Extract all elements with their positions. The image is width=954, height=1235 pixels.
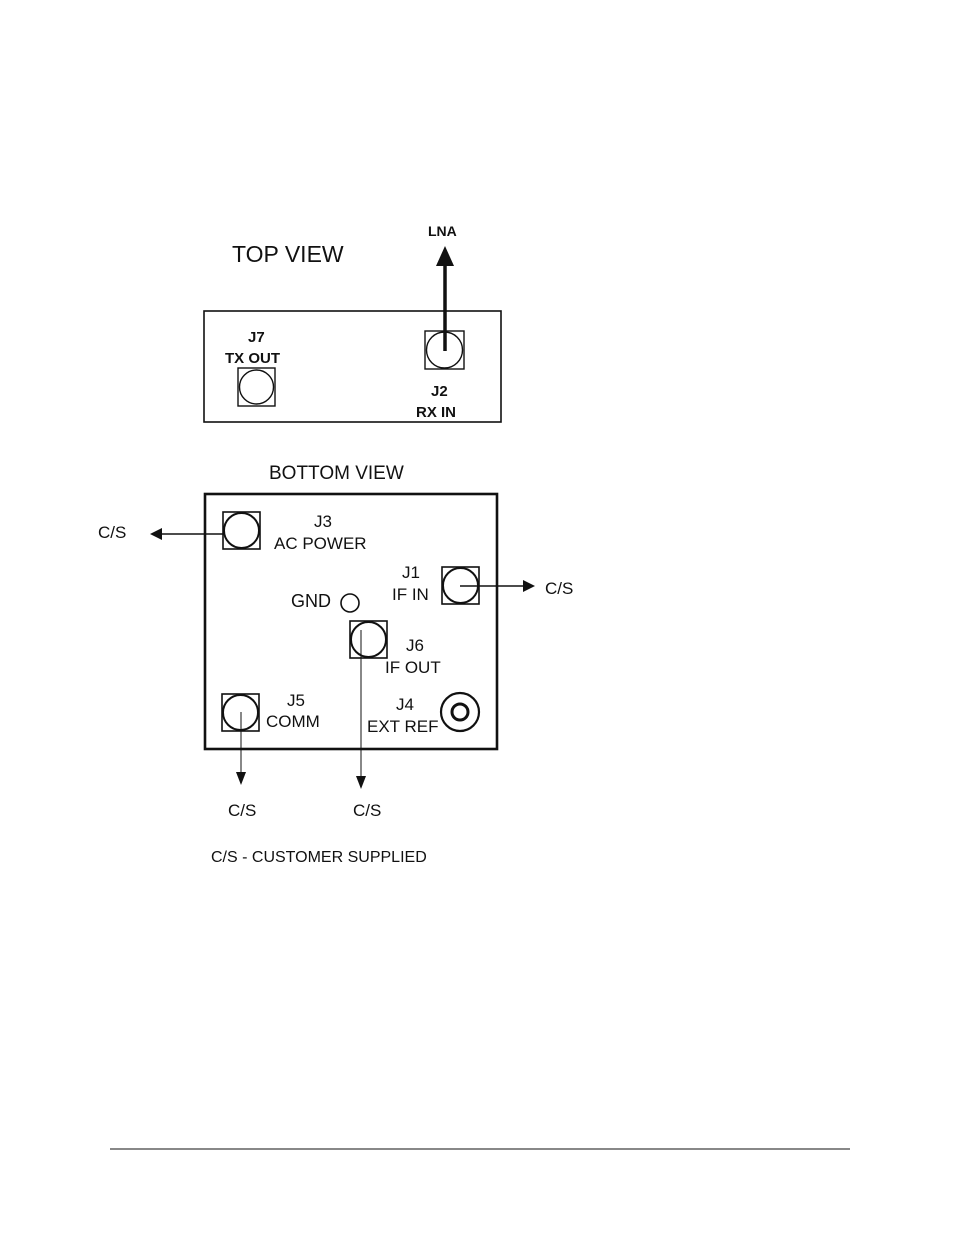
j1-dest-label: C/S — [545, 579, 573, 598]
j3-name: AC POWER — [274, 534, 367, 553]
j5-name: COMM — [266, 712, 320, 731]
legend-note: C/S - CUSTOMER SUPPLIED — [211, 849, 427, 866]
top-view: TOP VIEW LNA J7 TX OUT J2 RX IN — [203, 223, 502, 423]
j6-connector-icon — [349, 620, 388, 659]
j2-connector-icon — [424, 330, 465, 370]
j4-connector-icon — [439, 691, 481, 733]
bottom-view: BOTTOM VIEW J3 AC POWER C/S J1 IF IN C/S… — [98, 463, 573, 866]
j3-dest-label: C/S — [98, 523, 126, 542]
j1-name: IF IN — [392, 585, 429, 604]
j6-name: IF OUT — [385, 658, 441, 677]
j4-id: J4 — [396, 695, 414, 714]
j3-id: J3 — [314, 512, 332, 531]
gnd-label: GND — [291, 591, 331, 611]
top-view-title: TOP VIEW — [232, 241, 344, 267]
j7-name: TX OUT — [225, 350, 280, 367]
j5-cs-arrow — [236, 712, 246, 785]
top-view-panel — [203, 310, 502, 423]
bottom-view-panel — [203, 492, 499, 751]
j7-id: J7 — [248, 329, 265, 346]
j3-cs-arrow — [150, 528, 223, 540]
lna-arrow — [436, 246, 454, 351]
lna-label: LNA — [428, 223, 457, 239]
j2-id: J2 — [431, 383, 448, 400]
gnd-terminal-icon — [340, 593, 360, 613]
j1-cs-arrow — [460, 580, 535, 592]
j5-dest-label: C/S — [228, 801, 256, 820]
j6-id: J6 — [406, 636, 424, 655]
j1-id: J1 — [402, 563, 420, 582]
j2-name: RX IN — [416, 404, 456, 421]
j3-connector-icon — [222, 511, 261, 550]
j6-cs-arrow — [356, 630, 366, 789]
j6-dest-label: C/S — [353, 801, 381, 820]
bottom-view-title: BOTTOM VIEW — [269, 463, 404, 484]
j5-id: J5 — [287, 691, 305, 710]
j4-name: EXT REF — [367, 717, 438, 736]
j7-connector-icon — [237, 367, 276, 407]
